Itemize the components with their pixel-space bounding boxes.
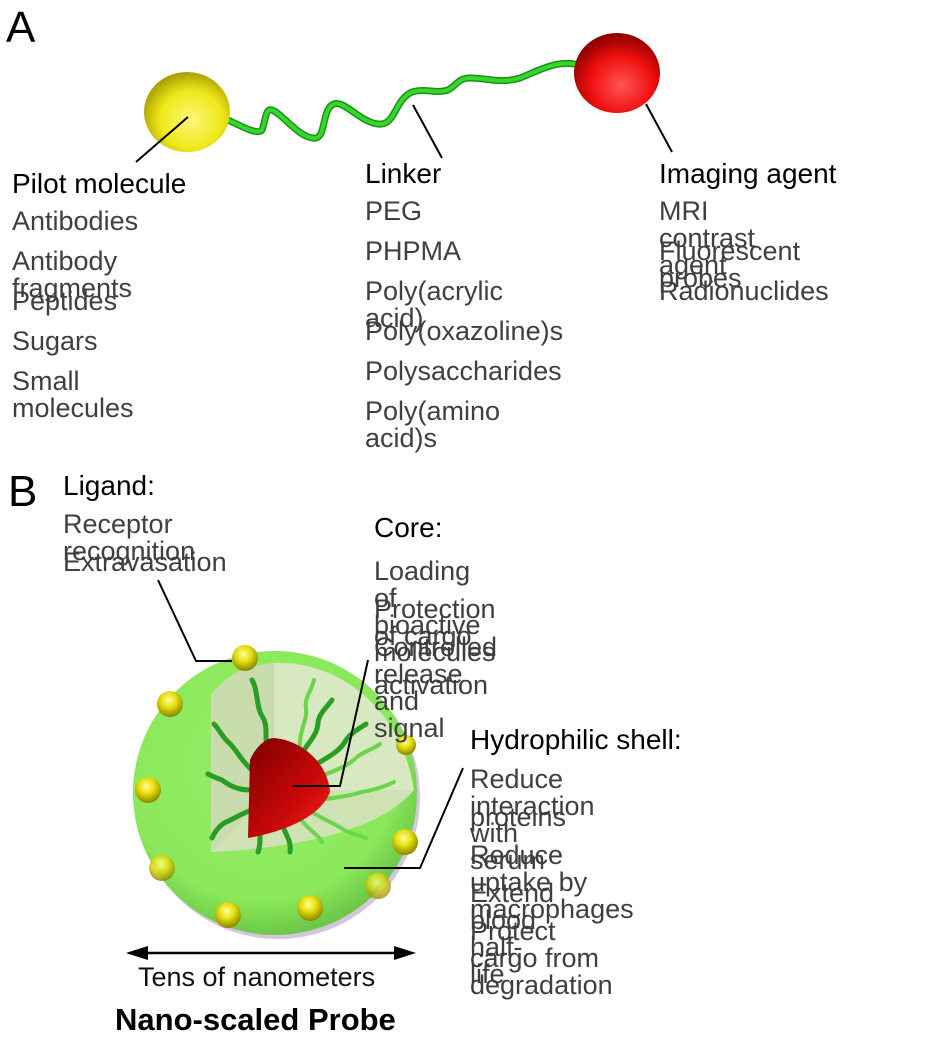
pilot-molecule-heading: Pilot molecule xyxy=(12,168,187,199)
list-item: Loading of bioactive molecules xyxy=(374,556,496,667)
hydrophilic-shell-heading: Hydrophilic shell: xyxy=(470,724,682,755)
list-item: Protect cargo from degradation xyxy=(470,916,613,1000)
list-item: Reduce interaction with serum xyxy=(470,764,595,875)
ligand-beads xyxy=(135,645,418,928)
imaging-agent-heading: Imaging agent xyxy=(659,158,837,189)
shell-leader-line xyxy=(344,767,464,869)
list-item: Reduce uptake by macrophages xyxy=(470,840,634,924)
panel-a-label: A xyxy=(6,3,36,52)
list-item: PEG xyxy=(365,196,423,226)
linker-heading: Linker xyxy=(365,158,442,189)
list-item: Peptides xyxy=(12,286,118,316)
list-item: proteins xyxy=(470,802,567,832)
list-item: Extravasation xyxy=(63,547,227,577)
list-item: Extend blood half-life xyxy=(470,878,555,989)
list-item: activation xyxy=(374,670,489,700)
list-item: Fluorescent probes xyxy=(659,236,801,293)
imaging-leader-line xyxy=(645,103,673,153)
probe-title: Nano-scaled Probe xyxy=(115,1002,396,1037)
list-item: Receptor recognition xyxy=(63,509,196,566)
list-item: Protection of cargo xyxy=(374,594,496,651)
scale-arrow xyxy=(126,946,416,960)
core-sphere xyxy=(248,738,330,838)
ligand-heading: Ligand: xyxy=(63,470,155,501)
list-item: Poly(oxazoline)s xyxy=(365,316,564,346)
list-item: Controlled release and signal xyxy=(374,632,498,743)
panel-b-label: B xyxy=(8,467,38,516)
list-item: Sugars xyxy=(12,326,98,356)
pilot-leader-line xyxy=(135,116,189,163)
core-heading: Core: xyxy=(374,512,443,543)
list-item: Antibody fragments xyxy=(12,246,133,303)
list-item: Radionuclides xyxy=(659,276,829,306)
linker-leader-line xyxy=(412,104,443,159)
list-item: MRI contrast agent xyxy=(659,196,756,280)
list-item: PHPMA xyxy=(365,236,462,266)
list-item: Small molecules xyxy=(12,366,134,423)
list-item: Poly(acrylic acid) xyxy=(365,276,504,333)
list-item: Poly(amino acid)s xyxy=(365,396,501,453)
scale-label: Tens of nanometers xyxy=(138,962,376,992)
core-leader-line xyxy=(293,659,369,787)
list-item: Antibodies xyxy=(12,206,139,236)
list-item: Polysaccharides xyxy=(365,356,562,386)
pilot-molecule-sphere xyxy=(144,72,230,152)
imaging-agent-sphere xyxy=(574,33,660,113)
ligand-leader-line xyxy=(157,579,232,662)
